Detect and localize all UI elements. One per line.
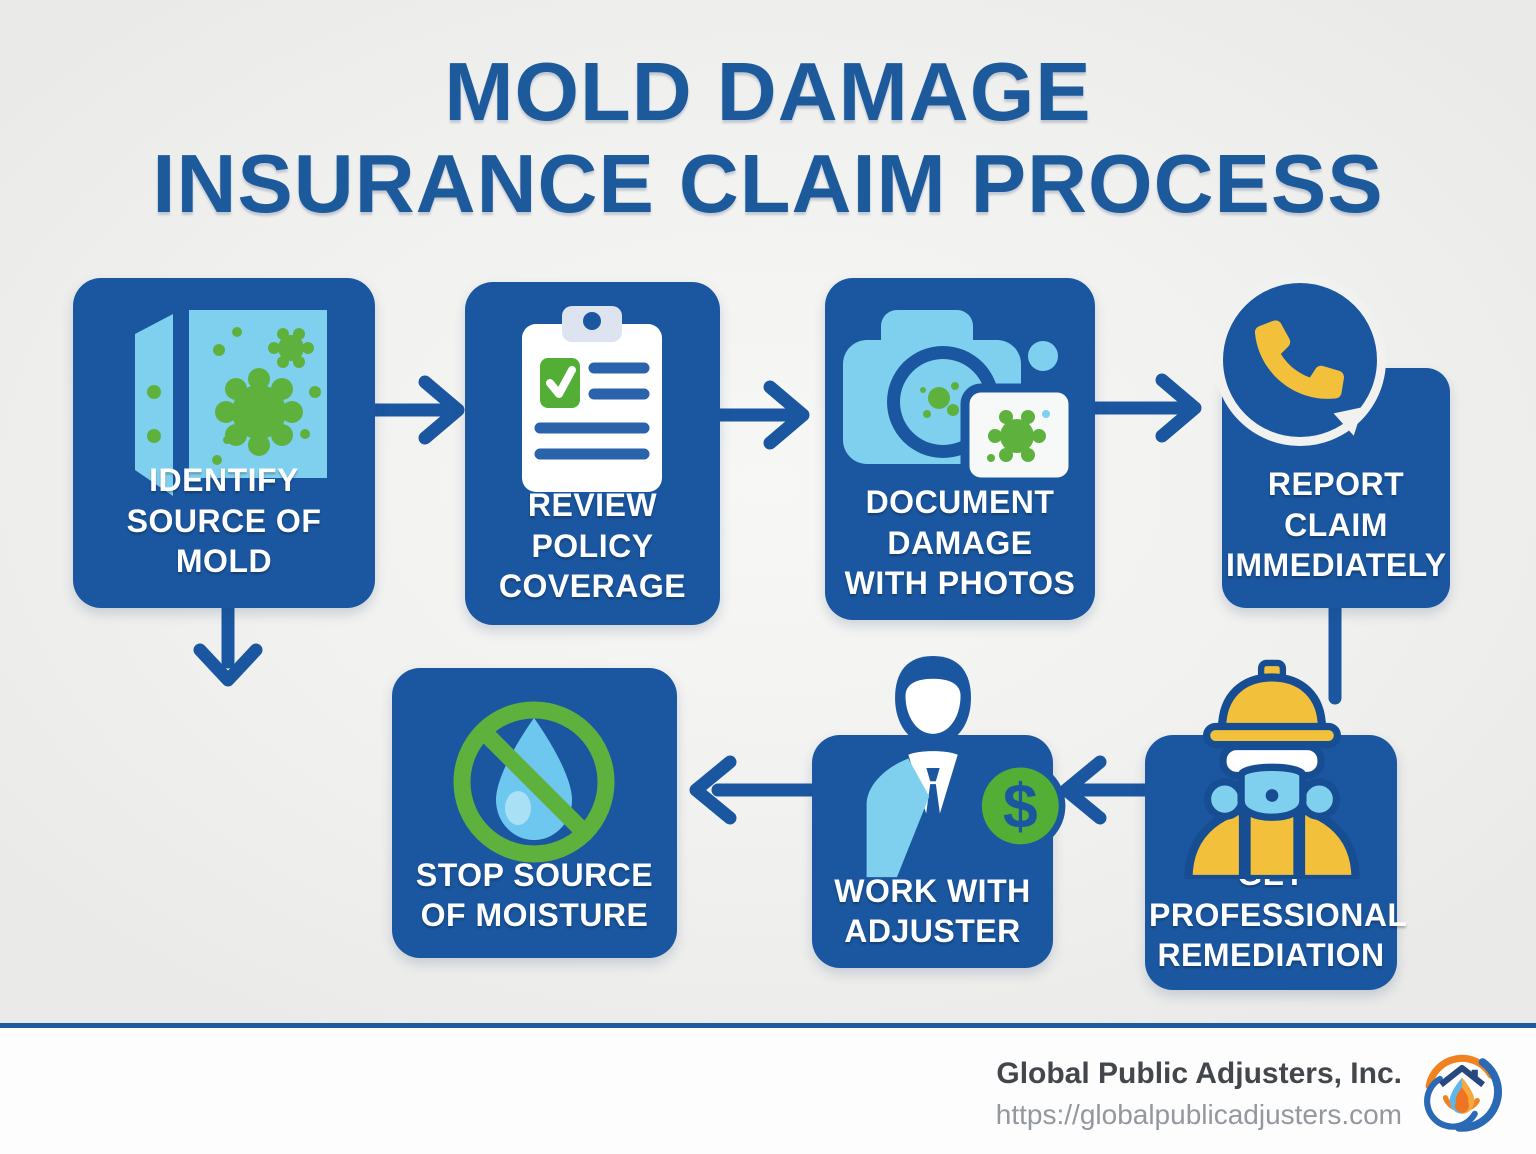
phone-call-icon xyxy=(1254,320,1345,399)
arrow-adjuster-to-moisture xyxy=(689,755,819,825)
worker-respirator-icon xyxy=(1184,659,1360,879)
step-review-policy-coverage: REVIEW POLICY COVERAGE xyxy=(465,282,720,625)
footer-background xyxy=(0,1028,1536,1154)
page-title: MOLD DAMAGE INSURANCE CLAIM PROCESS xyxy=(0,45,1536,231)
company-logo-icon xyxy=(1424,1054,1502,1132)
no-moisture-icon xyxy=(453,701,615,863)
step-stop-source-of-moisture: STOP SOURCE OF MOISTURE xyxy=(392,668,677,958)
page-title-line1: MOLD DAMAGE xyxy=(444,45,1092,138)
step-label: REVIEW POLICY COVERAGE xyxy=(498,487,687,605)
arrow-identify-down xyxy=(193,597,263,687)
mold-wall-icon xyxy=(135,310,327,496)
footer-divider xyxy=(0,1023,1536,1028)
footer-company-name: Global Public Adjusters, Inc. xyxy=(996,1057,1402,1090)
step-identify-source-of-mold: IDENTIFY SOURCE OF MOLD xyxy=(73,278,375,608)
step-label: DOCUMENT DAMAGE WITH PHOTOS xyxy=(844,484,1076,602)
arrow-review-to-document xyxy=(713,380,810,450)
dollar-sign: $ xyxy=(1003,772,1038,842)
policy-clipboard-icon xyxy=(522,306,662,492)
phone-bubble xyxy=(1214,274,1386,446)
footer-text-block: Global Public Adjusters, Inc. https://gl… xyxy=(996,1056,1402,1132)
arrow-document-to-report xyxy=(1088,373,1202,443)
page-title-line2: INSURANCE CLAIM PROCESS xyxy=(152,137,1384,231)
step-label: REPORT CLAIM IMMEDIATELY xyxy=(1226,466,1447,584)
step-label: STOP SOURCE OF MOISTURE xyxy=(415,856,654,934)
footer-website-url: https://globalpublicadjusters.com xyxy=(995,1099,1402,1130)
camera-photo-icon xyxy=(843,310,1078,487)
arrow-remediation-to-adjuster xyxy=(1059,755,1152,825)
arrow-identify-to-review xyxy=(368,375,465,445)
step-label: IDENTIFY SOURCE OF MOLD xyxy=(126,462,322,580)
step-label: WORK WITH ADJUSTER xyxy=(834,872,1031,950)
adjuster-person-icon: $ xyxy=(849,656,1066,879)
step-document-damage-with-photos: DOCUMENT DAMAGE WITH PHOTOS xyxy=(825,278,1095,620)
